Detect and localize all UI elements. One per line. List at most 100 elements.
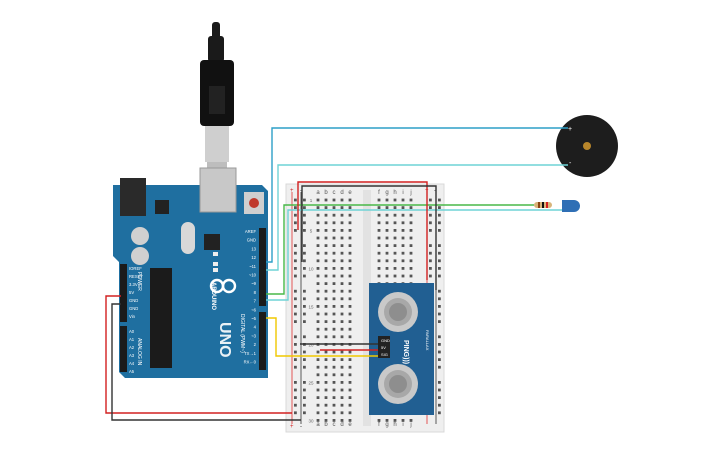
breadboard-hole[interactable] <box>409 206 413 209</box>
breadboard-hole[interactable] <box>340 327 344 331</box>
breadboard-hole[interactable] <box>393 267 397 270</box>
breadboard-hole[interactable] <box>332 327 336 331</box>
rail-hole[interactable] <box>429 198 432 202</box>
rail-hole[interactable] <box>303 274 306 278</box>
breadboard-hole[interactable] <box>316 305 320 308</box>
arduino-board[interactable]: ARDUINO UNO DIGITAL (PWM~) ANALOG IN POW… <box>113 167 268 378</box>
breadboard-hole[interactable] <box>324 365 328 369</box>
rail-hole[interactable] <box>438 388 441 392</box>
rail-hole[interactable] <box>294 365 297 369</box>
breadboard-hole[interactable] <box>324 350 328 354</box>
rail-hole[interactable] <box>438 289 441 293</box>
breadboard-hole[interactable] <box>385 274 389 278</box>
breadboard-hole[interactable] <box>340 236 344 240</box>
rail-hole[interactable] <box>438 320 441 323</box>
breadboard-hole[interactable] <box>385 419 389 422</box>
rail-hole[interactable] <box>303 267 306 270</box>
breadboard-hole[interactable] <box>340 259 344 263</box>
breadboard-hole[interactable] <box>348 350 352 354</box>
breadboard-hole[interactable] <box>348 327 352 331</box>
breadboard-hole[interactable] <box>332 388 336 392</box>
rail-hole[interactable] <box>294 350 297 354</box>
rail-hole[interactable] <box>438 343 441 346</box>
breadboard-hole[interactable] <box>393 259 397 263</box>
breadboard-hole[interactable] <box>348 358 352 361</box>
breadboard-hole[interactable] <box>409 259 413 263</box>
breadboard-hole[interactable] <box>316 350 320 354</box>
rail-hole[interactable] <box>303 244 306 247</box>
breadboard-hole[interactable] <box>409 213 413 217</box>
breadboard-hole[interactable] <box>332 419 336 422</box>
rail-hole[interactable] <box>438 244 441 247</box>
breadboard-hole[interactable] <box>385 213 389 217</box>
breadboard-hole[interactable] <box>324 388 328 392</box>
rail-hole[interactable] <box>303 221 306 225</box>
breadboard-hole[interactable] <box>340 381 344 384</box>
rail-hole[interactable] <box>294 358 297 361</box>
piezo-buzzer[interactable]: + - <box>556 115 618 177</box>
breadboard-hole[interactable] <box>316 206 320 209</box>
rail-hole[interactable] <box>303 411 306 415</box>
breadboard-hole[interactable] <box>324 320 328 323</box>
breadboard-hole[interactable] <box>377 244 381 247</box>
rail-hole[interactable] <box>303 320 306 323</box>
breadboard-hole[interactable] <box>409 236 413 240</box>
breadboard-hole[interactable] <box>340 373 344 377</box>
breadboard-hole[interactable] <box>348 297 352 301</box>
breadboard-hole[interactable] <box>340 419 344 422</box>
rail-hole[interactable] <box>438 213 441 217</box>
breadboard-hole[interactable] <box>377 198 381 202</box>
breadboard-hole[interactable] <box>332 312 336 316</box>
rail-hole[interactable] <box>438 297 441 301</box>
rail-hole[interactable] <box>294 381 297 384</box>
rail-hole[interactable] <box>438 365 441 369</box>
breadboard-hole[interactable] <box>316 259 320 263</box>
breadboard-hole[interactable] <box>316 221 320 225</box>
rail-hole[interactable] <box>429 213 432 217</box>
rail-hole[interactable] <box>429 267 432 270</box>
rail-hole[interactable] <box>294 229 297 232</box>
breadboard-hole[interactable] <box>401 206 405 209</box>
rail-hole[interactable] <box>294 411 297 415</box>
breadboard-hole[interactable] <box>324 259 328 263</box>
breadboard-hole[interactable] <box>393 229 397 232</box>
breadboard-hole[interactable] <box>324 274 328 278</box>
breadboard-hole[interactable] <box>409 419 413 422</box>
breadboard-hole[interactable] <box>348 221 352 225</box>
breadboard-hole[interactable] <box>348 198 352 202</box>
led[interactable] <box>562 200 580 212</box>
breadboard-hole[interactable] <box>332 335 336 339</box>
rail-hole[interactable] <box>294 312 297 316</box>
breadboard-hole[interactable] <box>409 267 413 270</box>
breadboard-hole[interactable] <box>409 251 413 255</box>
breadboard-hole[interactable] <box>340 305 344 308</box>
breadboard-hole[interactable] <box>316 335 320 339</box>
rail-hole[interactable] <box>438 267 441 270</box>
rail-hole[interactable] <box>303 335 306 339</box>
breadboard-hole[interactable] <box>348 274 352 278</box>
breadboard-hole[interactable] <box>332 244 336 247</box>
breadboard-hole[interactable] <box>340 358 344 361</box>
breadboard-hole[interactable] <box>340 213 344 217</box>
breadboard-hole[interactable] <box>340 312 344 316</box>
rail-hole[interactable] <box>429 229 432 232</box>
breadboard-hole[interactable] <box>401 267 405 270</box>
rail-hole[interactable] <box>303 396 306 399</box>
breadboard-hole[interactable] <box>401 213 405 217</box>
breadboard-hole[interactable] <box>324 358 328 361</box>
breadboard-hole[interactable] <box>348 335 352 339</box>
breadboard-hole[interactable] <box>340 335 344 339</box>
rail-hole[interactable] <box>438 221 441 225</box>
breadboard-hole[interactable] <box>316 381 320 384</box>
breadboard-hole[interactable] <box>348 251 352 255</box>
rail-hole[interactable] <box>303 403 306 407</box>
rail-hole[interactable] <box>303 297 306 301</box>
breadboard-hole[interactable] <box>340 297 344 301</box>
breadboard-hole[interactable] <box>385 229 389 232</box>
breadboard-hole[interactable] <box>332 206 336 209</box>
rail-hole[interactable] <box>438 206 441 209</box>
breadboard-hole[interactable] <box>340 350 344 354</box>
breadboard-hole[interactable] <box>332 396 336 399</box>
breadboard-hole[interactable] <box>316 244 320 247</box>
breadboard-hole[interactable] <box>348 419 352 422</box>
